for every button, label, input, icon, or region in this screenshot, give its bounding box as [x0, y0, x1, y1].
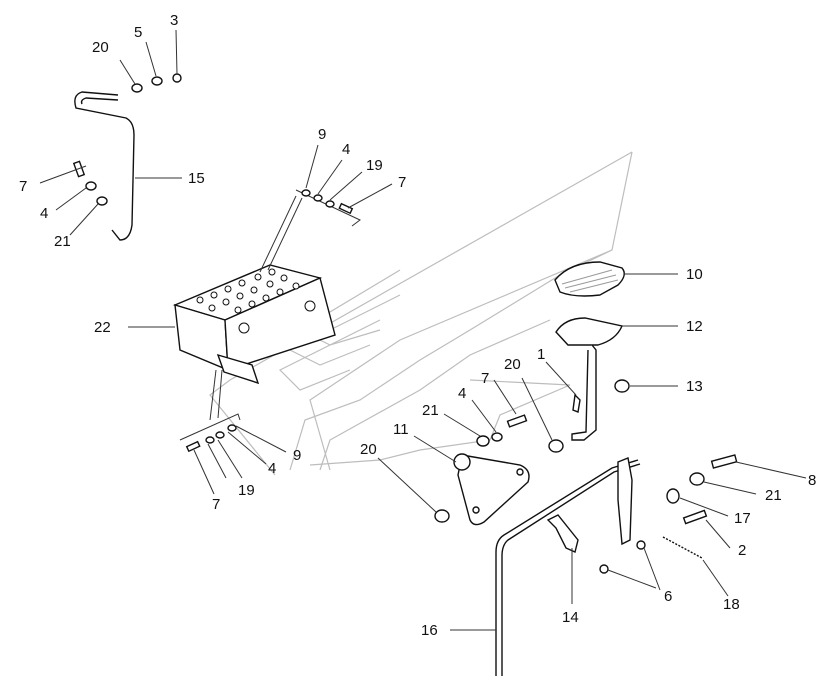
part-14-bracket: [546, 514, 579, 553]
callout-3-top: 3: [170, 12, 179, 29]
callout-4-low: 4: [268, 460, 277, 477]
part-11-lever: [453, 453, 530, 526]
callout-4-left: 4: [40, 205, 49, 222]
part-22-footrest-box: [172, 264, 336, 385]
callout-4-mid: 4: [458, 385, 467, 402]
callout-7-low: 7: [212, 496, 221, 513]
callout-22: 22: [94, 319, 111, 336]
leader-lines: [39, 29, 807, 631]
callout-11: 11: [393, 421, 409, 438]
callout-18: 18: [723, 596, 740, 613]
callout-14: 14: [562, 609, 579, 626]
callout-9-low: 9: [293, 447, 302, 464]
callout-13: 13: [686, 378, 703, 395]
callout-4-top: 4: [342, 141, 351, 158]
part-10-pedal-pad: [554, 261, 625, 297]
part-13-cap: [614, 379, 630, 393]
callout-12: 12: [686, 318, 703, 335]
callout-21-mid: 21: [422, 402, 439, 419]
callout-17: 17: [734, 510, 751, 527]
callout-20-mid: 20: [504, 356, 521, 373]
callout-1: 1: [537, 346, 546, 363]
callout-20-low: 20: [360, 441, 377, 458]
part-16-rod: [495, 459, 641, 676]
callout-16: 16: [421, 622, 438, 639]
hardware-upper-bracket: [259, 189, 361, 273]
callout-9-top: 9: [318, 126, 327, 143]
callout-15: 15: [188, 170, 205, 187]
part-1-pin: [572, 393, 581, 413]
hardware-lower-bracket: [179, 369, 241, 453]
callout-7-left: 7: [19, 178, 28, 195]
callout-6: 6: [664, 588, 673, 605]
callout-19-top: 19: [366, 157, 383, 174]
callout-5-top: 5: [134, 24, 143, 41]
pivot-bracket: [617, 457, 633, 546]
callout-20-top: 20: [92, 39, 109, 56]
callout-19-low: 19: [238, 482, 255, 499]
callout-7-top: 7: [398, 174, 407, 191]
callout-2: 2: [738, 542, 747, 559]
part-12-pedal-arm: [555, 317, 623, 441]
callout-8: 8: [808, 472, 817, 489]
callout-10: 10: [686, 266, 703, 283]
callout-7-mid: 7: [481, 370, 490, 387]
hardware-right: [599, 454, 738, 574]
callout-21-right: 21: [765, 487, 782, 504]
part-15-rod: [74, 91, 135, 241]
hardware-mid: [434, 414, 564, 523]
callout-21-left: 21: [54, 233, 71, 250]
